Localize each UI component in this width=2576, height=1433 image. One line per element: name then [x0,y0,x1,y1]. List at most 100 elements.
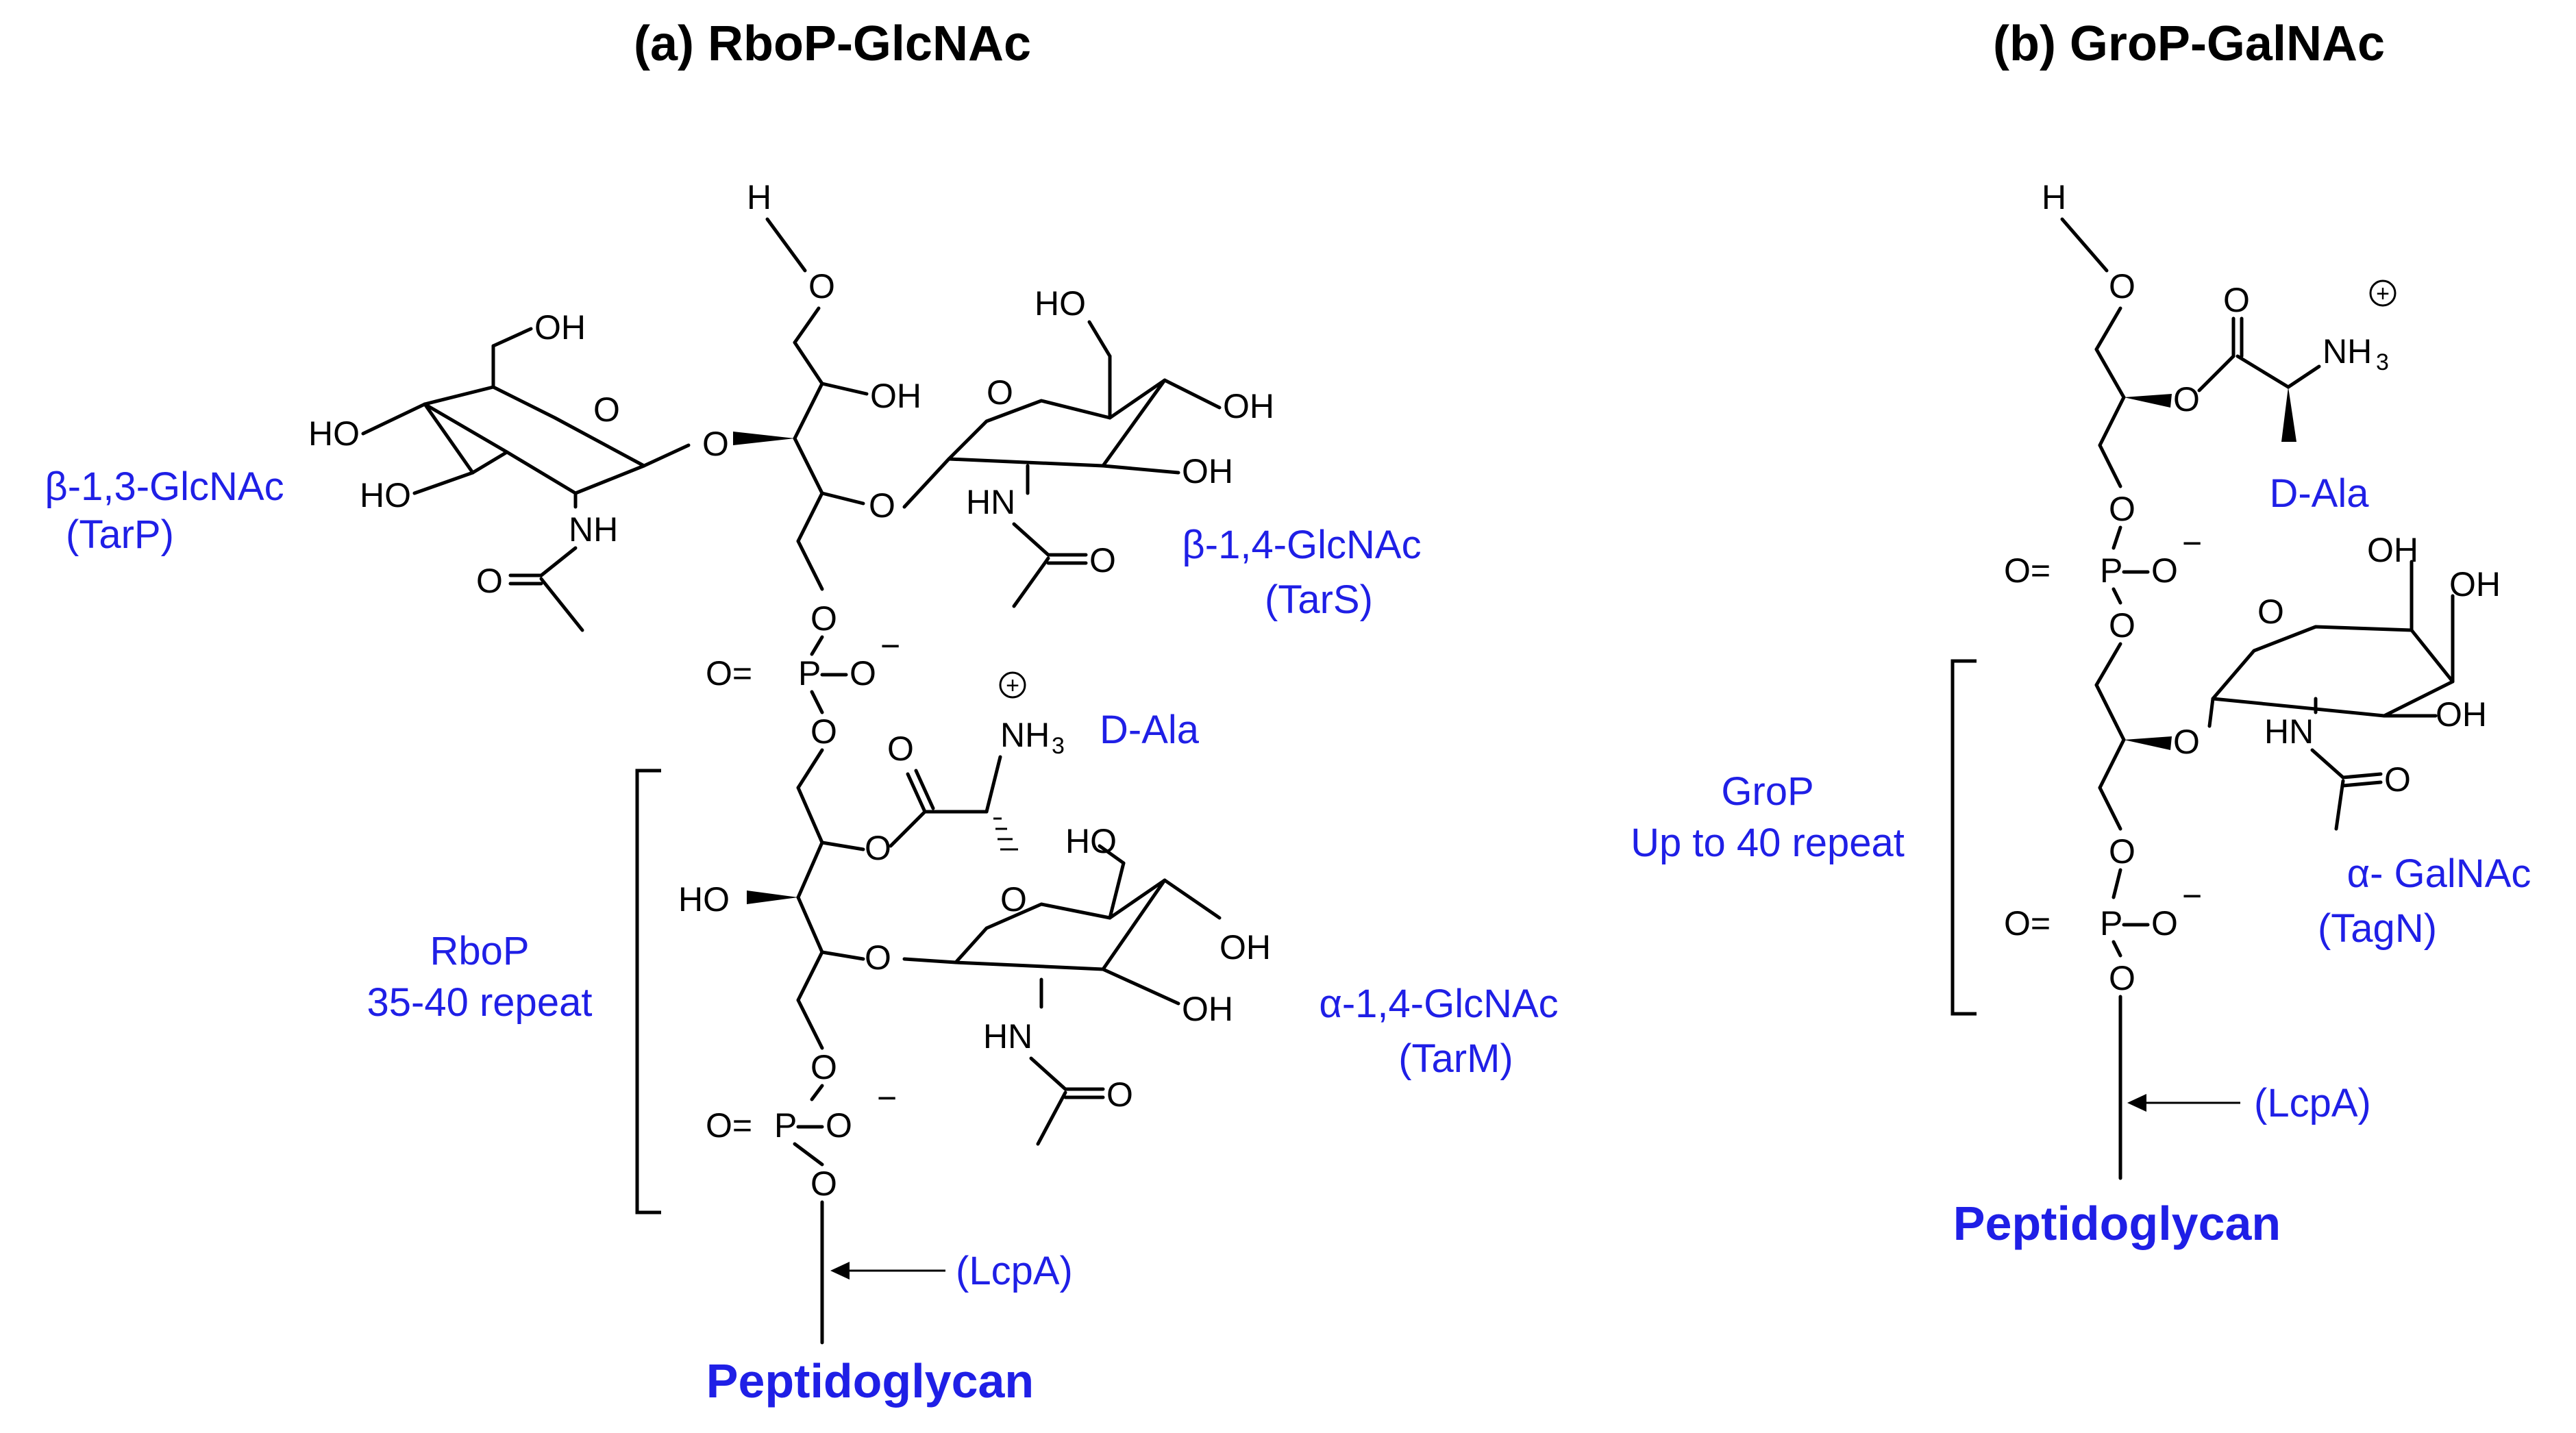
bond [1108,861,1126,920]
atom-plus-b: + [2376,281,2390,307]
wedge-bond [2124,394,2172,408]
atom-plus-a: + [1006,673,1019,699]
bond [1087,320,1112,358]
label-grop-repeat: Up to 40 repeat [1631,821,1905,865]
atom-nh-left: NH [569,510,618,549]
bond [2341,772,2383,780]
label-tarp: (TarP) [66,512,174,557]
bond [796,748,824,790]
bond [902,457,951,509]
bond [796,950,824,1002]
bond [2094,642,2122,687]
label-dala-a: D-Ala [1100,708,1200,752]
bond [810,690,824,714]
atom-ho-lower1: HO [1065,822,1117,860]
bond [906,772,927,814]
atom-o-a8: O [887,730,914,768]
bond [2098,786,2122,831]
bond [796,998,824,1050]
atom-o-a5: O [850,654,876,693]
atom-o-a10: O [810,1048,837,1086]
bond [1101,464,1180,475]
atom-o-b2: O [2173,380,2200,419]
bond [793,340,824,386]
label-peptidoglycan-b: Peptidoglycan [1953,1197,2281,1250]
atom-sub3-a: 3 [1052,733,1065,759]
pyranose-ring [947,378,1167,468]
atom-o-acetyl-right1: O [1089,541,1116,580]
bond [1012,522,1050,557]
atom-p-a1: P [798,654,821,693]
bond [796,491,824,543]
label-dala-b: D-Ala [2269,471,2369,516]
atom-oeq-a1: O= [706,654,752,693]
sugar-left-glcnac: O OH HO HO NH O [308,308,691,632]
atom-minus-b2: − [2182,877,2202,915]
atom-o-a6: O [810,712,837,751]
atom-oh-right2: OH [1182,452,1233,490]
bond [2094,347,2126,399]
atom-o-a2: O [702,425,729,463]
label-tarm: (TarM) [1398,1036,1513,1081]
atom-p-a2: P [774,1106,797,1145]
label-grop: GroP [1721,769,1813,814]
bond [2341,780,2383,788]
bond [1163,878,1222,920]
atom-oh-right1: OH [1223,387,1274,425]
atom-o-b4: O [2109,490,2135,528]
atom-ho-a1: HO [678,880,730,919]
bond [1029,1056,1067,1091]
atom-hn-galnac: HN [2264,712,2314,751]
label-alpha14: α-1,4-GlcNAc [1319,982,1558,1026]
atom-minus-b1: − [2182,524,2202,562]
bond [2286,364,2321,389]
atom-o-a4: O [810,599,837,638]
panel-a-title: (a) RboP-GlcNAc [634,16,1031,71]
repeat-bracket-a [635,769,661,1214]
label-alpha-galnac: α- GalNAc [2347,851,2531,896]
atom-h-top-a: H [747,178,771,216]
sugar-right-glcnac-beta14: O HO OH OH HN O [902,284,1274,608]
bond [471,450,509,475]
wedge-bond [747,890,798,904]
bond [914,769,935,810]
atom-o-b9: O [2151,904,2178,943]
bond [796,840,824,899]
atom-hn-lower: HN [983,1017,1032,1056]
atom-o-a3: O [869,486,895,525]
atom-ho-left2: HO [360,476,411,514]
arrow-head [830,1262,850,1280]
plus-charge-b [2369,279,2397,307]
bond [796,895,824,954]
label-tagn: (TagN) [2318,906,2437,951]
bond [2111,868,2122,899]
label-peptidoglycan-a: Peptidoglycan [706,1354,1034,1408]
pyranose-ring [2211,625,2455,718]
bond [2060,217,2109,273]
atom-nh3-a: NH [1000,716,1050,754]
atom-sub3-b: 3 [2376,349,2389,375]
bond [2111,525,2122,550]
atom-minus-a2: − [877,1079,897,1117]
bond [793,306,821,345]
bond [796,539,824,591]
atom-ho-left1: HO [308,414,360,453]
atom-h-top-b: H [2042,178,2066,216]
panel-b-title: (b) GroP-GalNAc [1993,16,2385,71]
bond [642,443,691,468]
bond [796,786,824,845]
pyranose-ring [954,878,1167,971]
hashed-bond [993,817,1018,851]
label-lcpa-a: (LcpA) [956,1249,1073,1293]
atom-o-acetyl-lower: O [1106,1075,1133,1114]
bond [765,217,807,273]
atom-ring-o-right: O [987,373,1013,412]
bond [2197,354,2236,392]
atom-oh-a1: OH [870,377,921,415]
atom-minus-a1: − [880,627,900,665]
atom-o-a11: O [826,1106,852,1145]
label-beta13: β-1,3-GlcNAc [45,464,284,509]
bond [793,382,824,440]
